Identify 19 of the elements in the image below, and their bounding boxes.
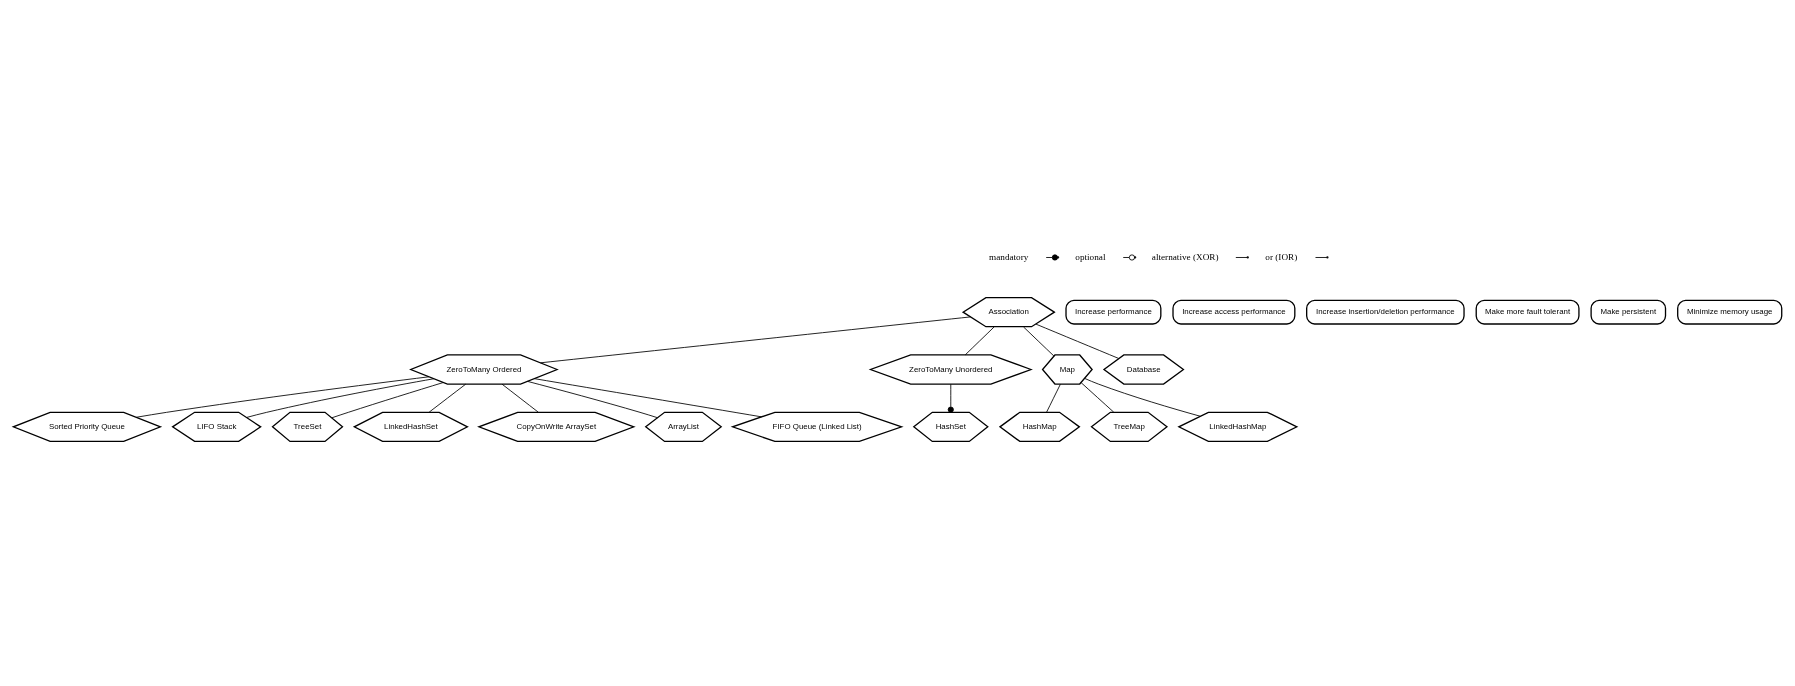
legend-label: optional — [1075, 251, 1106, 262]
connector — [540, 316, 971, 363]
connector — [527, 380, 658, 418]
legend-label: mandatory — [989, 251, 1029, 262]
connector — [1035, 323, 1120, 359]
connector — [501, 383, 539, 413]
connector — [1046, 383, 1061, 413]
connector — [1080, 381, 1115, 413]
connector — [135, 375, 430, 418]
connector — [533, 377, 762, 417]
legend-label: alternative (XOR) — [1151, 251, 1219, 262]
connector — [428, 383, 467, 413]
connector — [246, 377, 435, 418]
connector — [947, 383, 954, 413]
connector — [964, 326, 995, 355]
connector — [331, 381, 444, 418]
connector — [1084, 377, 1201, 417]
legend-label: or (IOR) — [1265, 251, 1298, 262]
connector — [1023, 326, 1055, 356]
